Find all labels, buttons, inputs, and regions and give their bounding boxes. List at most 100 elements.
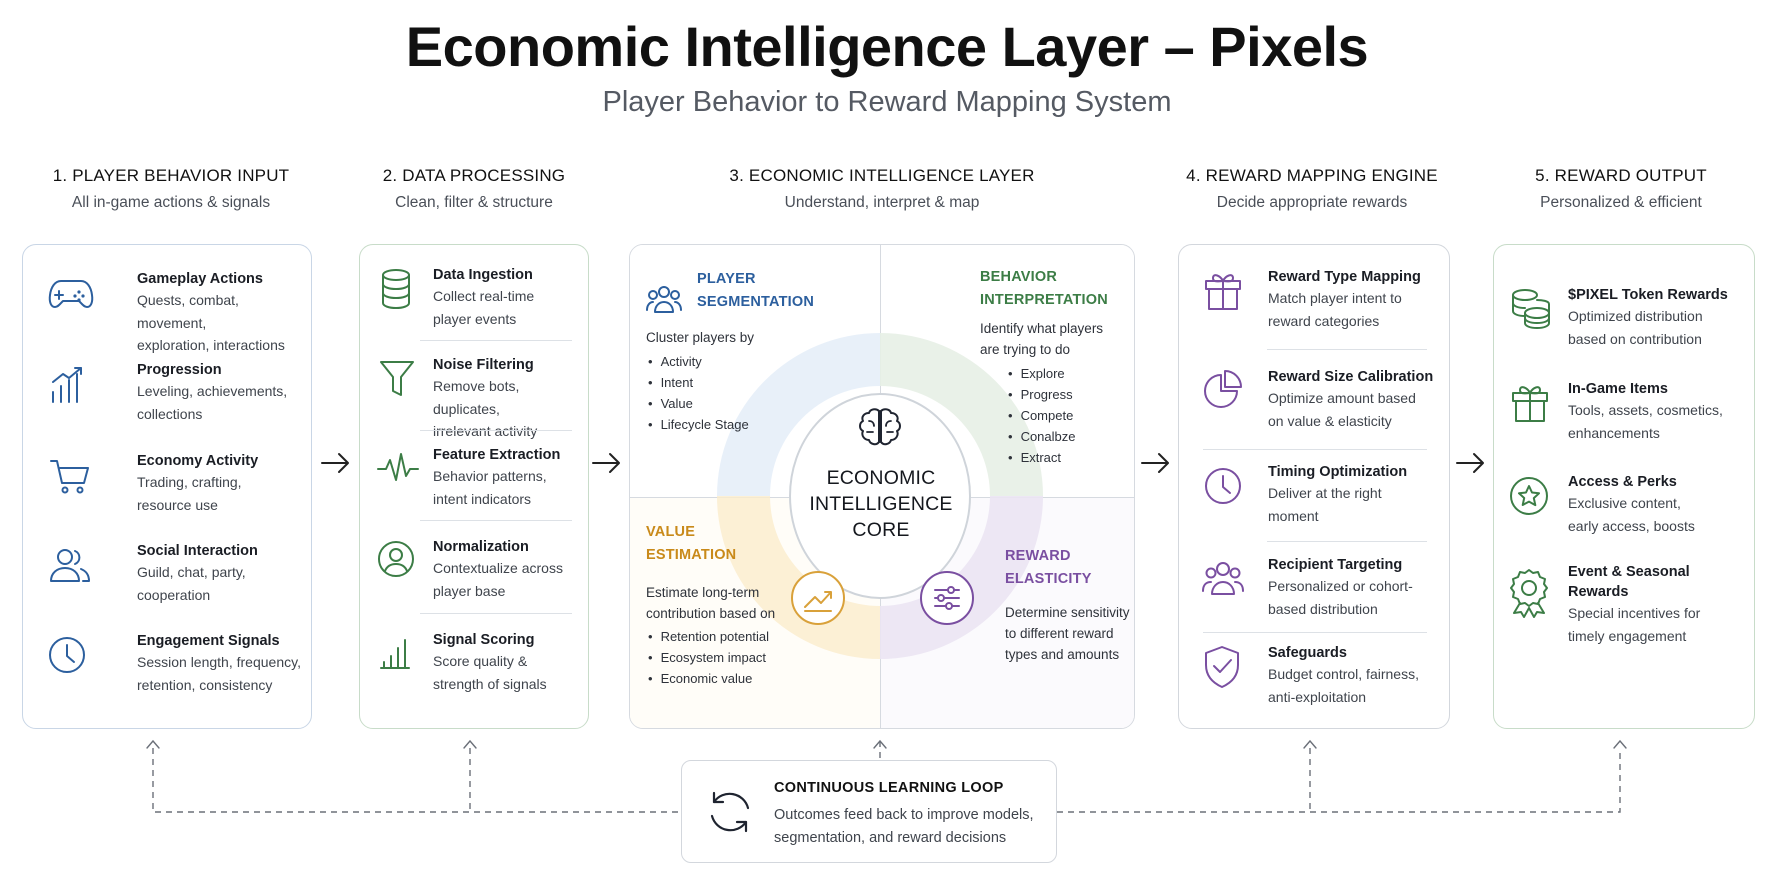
sliders-icon [920,571,974,625]
item-desc: Leveling, achievements, [137,383,288,399]
item-title: $PIXEL Token Rewards [1568,287,1728,303]
refresh-cycle-icon [710,791,750,833]
loop-title: CONTINUOUS LEARNING LOOP [774,780,1004,796]
quad-title: SEGMENTATION [697,294,815,310]
processing-item-scoring: Signal Scoring Score quality & strength … [378,630,588,700]
interpretation-body: Identify what players are trying to do E… [980,318,1103,468]
loop-desc: Outcomes feed back to improve models, se… [774,804,1049,850]
item-title: Social Interaction [137,543,258,559]
quad-text: Determine sensitivity [1005,605,1130,620]
clock-icon [49,637,85,673]
item-desc: Optimized distribution [1568,308,1703,324]
item-desc: Exclusive content, [1568,495,1681,511]
flow-arrow-icon [592,453,620,473]
database-icon [382,269,410,309]
column-title: 3. ECONOMIC INTELLIGENCE LAYER [729,166,1035,185]
column-title: 1. PLAYER BEHAVIOR INPUT [52,166,290,185]
divider [420,520,572,521]
divider [1203,632,1427,633]
star-badge-icon [1510,477,1548,515]
item-desc: Tools, assets, cosmetics, [1568,402,1723,418]
segmentation-list: Activity Intent Value Lifecycle Stage [646,351,754,435]
mapping-item-targeting: Recipient Targeting Personalized or coho… [1202,555,1448,625]
interpretation-list: Explore Progress Compete Conalbze Extrac… [1006,363,1103,468]
quad-text: types and amounts [1005,647,1120,662]
item-title: Reward Size Calibration [1268,369,1434,385]
output-item-token: $PIXEL Token Rewards Optimized distribut… [1510,285,1750,355]
value-body: Estimate long-term contribution based on… [646,582,775,689]
list-item: Intent [646,372,754,393]
list-item: Extract [1006,447,1103,468]
quad-text: to different reward [1005,626,1114,641]
input-item-progression: Progression Leveling, achievements, coll… [47,360,307,430]
core-label: ECONOMIC INTELLIGENCE CORE [788,465,974,543]
cart-icon [50,460,89,494]
list-item: Explore [1006,363,1103,384]
item-desc: Personalized or cohort- [1268,578,1413,594]
item-title: Data Ingestion [433,267,533,283]
input-item-gameplay: Gameplay Actions Quests, combat, movemen… [47,269,307,353]
learning-loop-card: CONTINUOUS LEARNING LOOP Outcomes feed b… [681,760,1057,863]
column-title: 2. DATA PROCESSING [382,166,566,185]
quad-title: PLAYER [697,271,756,287]
loop-desc-line: segmentation, and reward decisions [774,830,1007,846]
pulse-icon [377,453,419,481]
gift-icon [1205,274,1241,310]
user-circle-icon [378,541,414,577]
segmentation-title: PLAYER SEGMENTATION [697,268,814,314]
list-item: Economic value [646,668,775,689]
mapping-card: Reward Type Mapping Match player intent … [1178,244,1450,729]
list-item: Activity [646,351,754,372]
item-title: Progression [137,362,222,378]
mapping-item-safeguards: Safeguards Budget control, fairness, ant… [1203,643,1448,713]
output-item-access: Access & Perks Exclusive content, early … [1510,472,1750,542]
item-title: Gameplay Actions [137,271,263,287]
clock-icon [1205,468,1241,504]
page-title: Economic Intelligence Layer – Pixels [405,15,1369,78]
item-desc: strength of signals [433,675,547,692]
elasticity-title: REWARD ELASTICITY [1005,545,1092,591]
item-desc: early access, boosts [1568,517,1695,534]
column-subtitle: All in-game actions & signals [71,194,271,211]
list-item: Ecosystem impact [646,647,775,668]
input-item-engagement: Engagement Signals Session length, frequ… [47,631,307,701]
users-icon [50,549,90,582]
loop-desc-line: Outcomes feed back to improve models, [774,807,1034,823]
pie-chart-icon [1204,370,1242,408]
flow-arrow-icon [321,453,349,473]
item-desc: on value & elasticity [1268,412,1392,429]
divider [1267,349,1427,350]
item-desc: Score quality & [433,653,528,669]
item-title: Signal Scoring [433,632,535,648]
item-desc: resource use [137,496,218,513]
users-icon [646,286,682,313]
item-title: Economy Activity [137,453,259,469]
output-item-event: Event & Seasonal Rewards Special incenti… [1510,562,1750,652]
processing-item-normalization: Normalization Contextualize across playe… [378,537,588,607]
input-item-social: Social Interaction Guild, chat, party, c… [47,541,307,611]
item-desc: Session length, frequency, [137,654,301,670]
item-title: Normalization [433,539,529,555]
item-desc: collections [137,405,203,422]
item-title: Safeguards [1268,645,1347,661]
item-title: Engagement Signals [137,633,280,649]
quad-text: are trying to do [980,342,1071,357]
item-desc: player events [433,310,517,327]
item-desc: enhancements [1568,424,1660,441]
item-desc: reward categories [1268,312,1380,329]
item-title: Rewards [1568,584,1629,600]
item-desc: timely engagement [1568,627,1687,644]
quad-title: ESTIMATION [646,547,737,563]
item-desc: intent indicators [433,490,532,507]
output-item-items: In-Game Items Tools, assets, cosmetics, … [1510,379,1750,449]
shield-check-icon [1205,646,1239,688]
item-desc: Contextualize across [433,560,563,576]
column-heading-core: 3. ECONOMIC INTELLIGENCE LAYER Understan… [629,166,1135,212]
processing-item-filtering: Noise Filtering Remove bots, duplicates,… [378,355,588,439]
column-heading-output: 5. REWARD OUTPUT Personalized & efficien… [1490,166,1752,212]
item-desc: based on contribution [1568,330,1702,347]
value-title: VALUE ESTIMATION [646,521,736,567]
users-icon [1202,562,1244,595]
item-desc: based distribution [1268,600,1378,617]
brain-icon [859,408,901,446]
